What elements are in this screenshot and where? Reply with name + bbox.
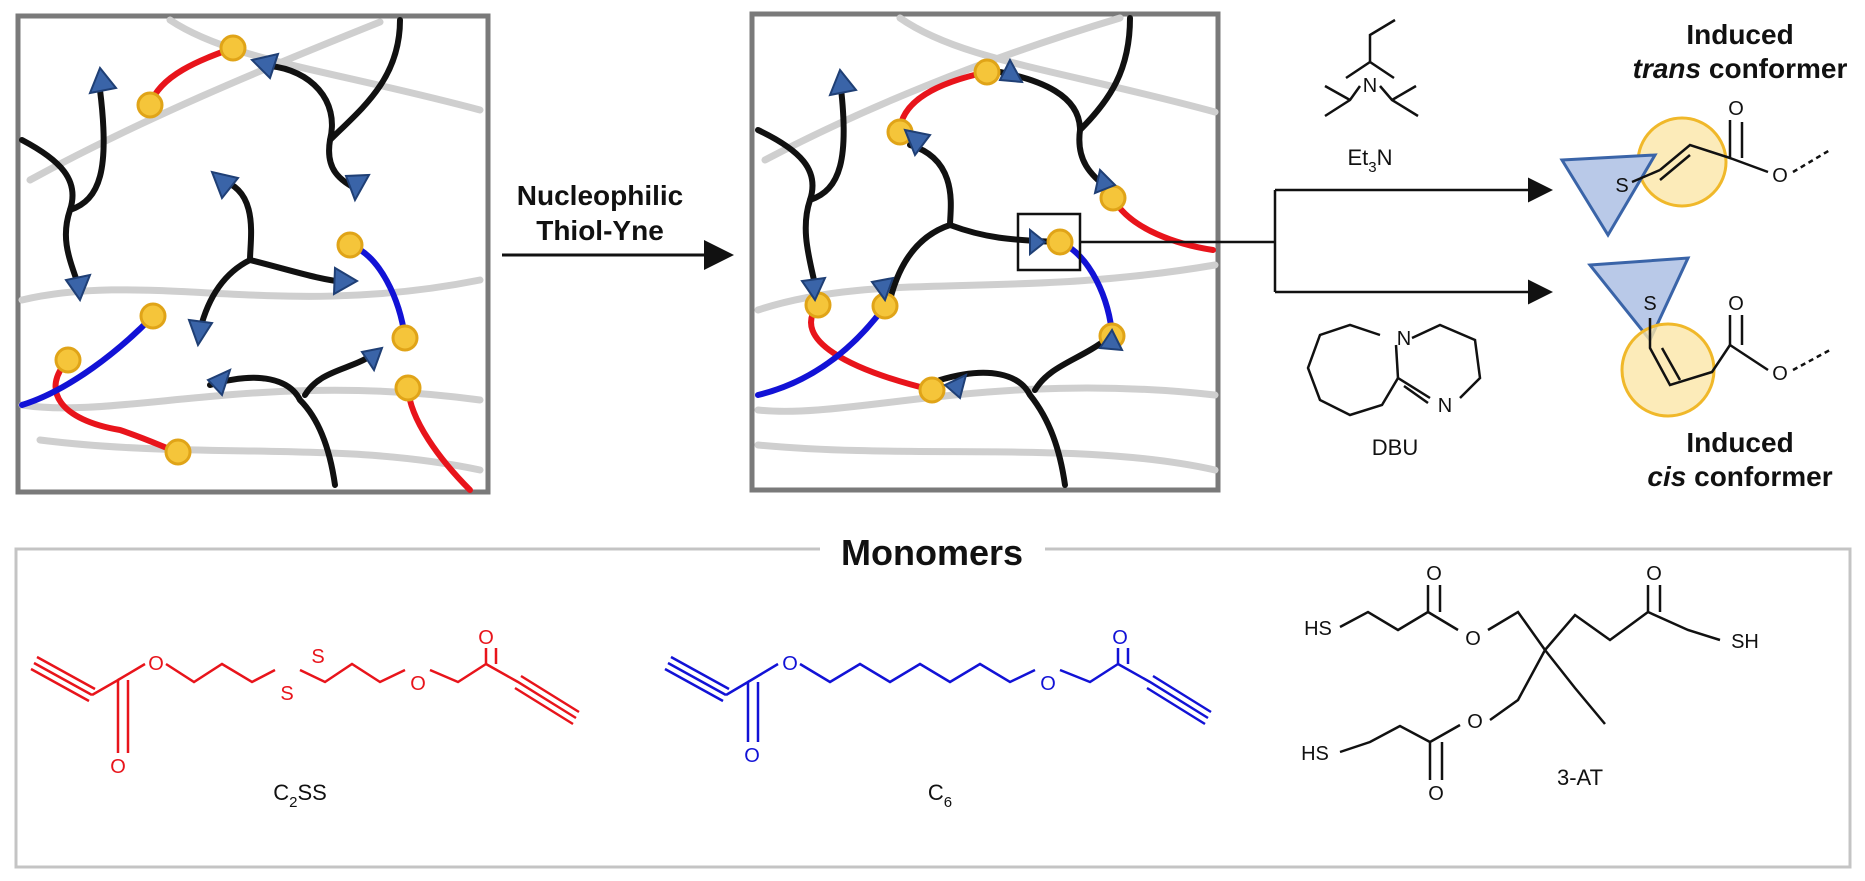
- monomer-3at: HS O O O SH HS O O 3-AT: [1301, 563, 1759, 805]
- et3n-catalyst: N Et3N: [1324, 18, 1419, 176]
- c6-o3: O: [1040, 673, 1056, 695]
- c6-label: C6: [928, 780, 952, 811]
- 3at-o1: O: [1426, 563, 1442, 585]
- cis-line2: cis conformer: [1647, 461, 1832, 492]
- thiol-nodes: [54, 34, 422, 466]
- cis-conformer: S O O Induced cis conformer: [1587, 256, 1833, 492]
- 3at-o4: O: [1467, 711, 1483, 733]
- et3n-label-tail: N: [1377, 145, 1393, 170]
- trans-rest: conformer: [1701, 53, 1847, 84]
- dbu-label: DBU: [1372, 435, 1418, 460]
- et3n-n-atom: N: [1363, 75, 1377, 97]
- c6-o4: O: [1112, 627, 1128, 649]
- alkyne-triangles-after: [800, 57, 1124, 400]
- 3at-o3: O: [1646, 563, 1662, 585]
- black-chains: [19, 17, 403, 488]
- blue-chain-left-after: [755, 303, 888, 398]
- c6-label-base: C: [928, 780, 944, 805]
- c2ss-s2: S: [311, 646, 324, 668]
- 3at-o2: O: [1465, 628, 1481, 650]
- blue-chain-left: [19, 313, 156, 408]
- trans-conformer: Induced trans conformer S O O: [1559, 19, 1848, 238]
- et3n-label: Et3N: [1347, 145, 1392, 176]
- trans-o1-atom: O: [1728, 98, 1744, 120]
- red-chain-bottom: [808, 302, 935, 393]
- c2ss-o4: O: [478, 627, 494, 649]
- c2ss-label-tail: SS: [297, 780, 326, 805]
- 3at-sh: SH: [1731, 631, 1759, 653]
- c6-o1: O: [744, 745, 760, 767]
- 3at-hs1: HS: [1304, 618, 1332, 640]
- cis-s-atom: S: [1643, 293, 1656, 315]
- monomers-box: Monomers O O S S O O C2SS: [14, 530, 1852, 869]
- monomer-c6: O O O O C6: [664, 627, 1212, 811]
- c6-label-sub: 6: [944, 794, 952, 811]
- cis-line1: Induced: [1686, 427, 1793, 458]
- c6-o2: O: [782, 653, 798, 675]
- c2ss-o3: O: [410, 673, 426, 695]
- cis-highlight-circle: [1620, 322, 1716, 418]
- 3at-label: 3-AT: [1557, 765, 1603, 790]
- 3at-o5: O: [1428, 783, 1444, 805]
- reaction-label-line1: Nucleophilic: [517, 180, 683, 211]
- c2ss-o2: O: [148, 653, 164, 675]
- dbu-catalyst: N N DBU: [1306, 323, 1482, 460]
- c2ss-label-base: C: [273, 780, 289, 805]
- dbu-n2-atom: N: [1438, 395, 1452, 417]
- monomers-frame: [14, 547, 1852, 869]
- 3at-hs2: HS: [1301, 743, 1329, 765]
- c2ss-label-sub: 2: [289, 794, 297, 811]
- trans-s-atom: S: [1615, 175, 1628, 197]
- monomers-header: Monomers: [841, 532, 1023, 573]
- c2ss-s1: S: [280, 683, 293, 705]
- trans-line1: Induced: [1686, 19, 1793, 50]
- trans-o2-atom: O: [1772, 165, 1788, 187]
- trans-italic: trans: [1633, 53, 1701, 84]
- et3n-label-sub: 3: [1368, 159, 1376, 176]
- pathway-lines: [1080, 177, 1553, 305]
- cis-o2-atom: O: [1772, 363, 1788, 385]
- alkyne-triangles: [64, 52, 384, 397]
- c2ss-o1: O: [110, 756, 126, 778]
- et3n-label-base: Et: [1347, 145, 1368, 170]
- cis-rest: conformer: [1686, 461, 1832, 492]
- cis-italic: cis: [1647, 461, 1686, 492]
- trans-triangle-icon: [1559, 153, 1658, 238]
- c2ss-label: C2SS: [273, 780, 327, 811]
- panel-frame-after: [749, 11, 1221, 493]
- cis-triangle-icon: [1587, 256, 1691, 343]
- dbu-n1-atom: N: [1397, 328, 1411, 350]
- network-panel-after: [749, 11, 1221, 493]
- network-panel-before: [15, 13, 491, 495]
- cis-o1-atom: O: [1728, 293, 1744, 315]
- trans-line2: trans conformer: [1633, 53, 1848, 84]
- reaction-arrow: Nucleophilic Thiol-Yne: [502, 180, 734, 270]
- monomer-c2ss: O O S S O O C2SS: [30, 627, 580, 811]
- monomers-header-bg: [820, 530, 1045, 575]
- reaction-label-line2: Thiol-Yne: [536, 215, 664, 246]
- black-chains-after: [755, 15, 1133, 488]
- red-chain-lower-left: [52, 357, 181, 455]
